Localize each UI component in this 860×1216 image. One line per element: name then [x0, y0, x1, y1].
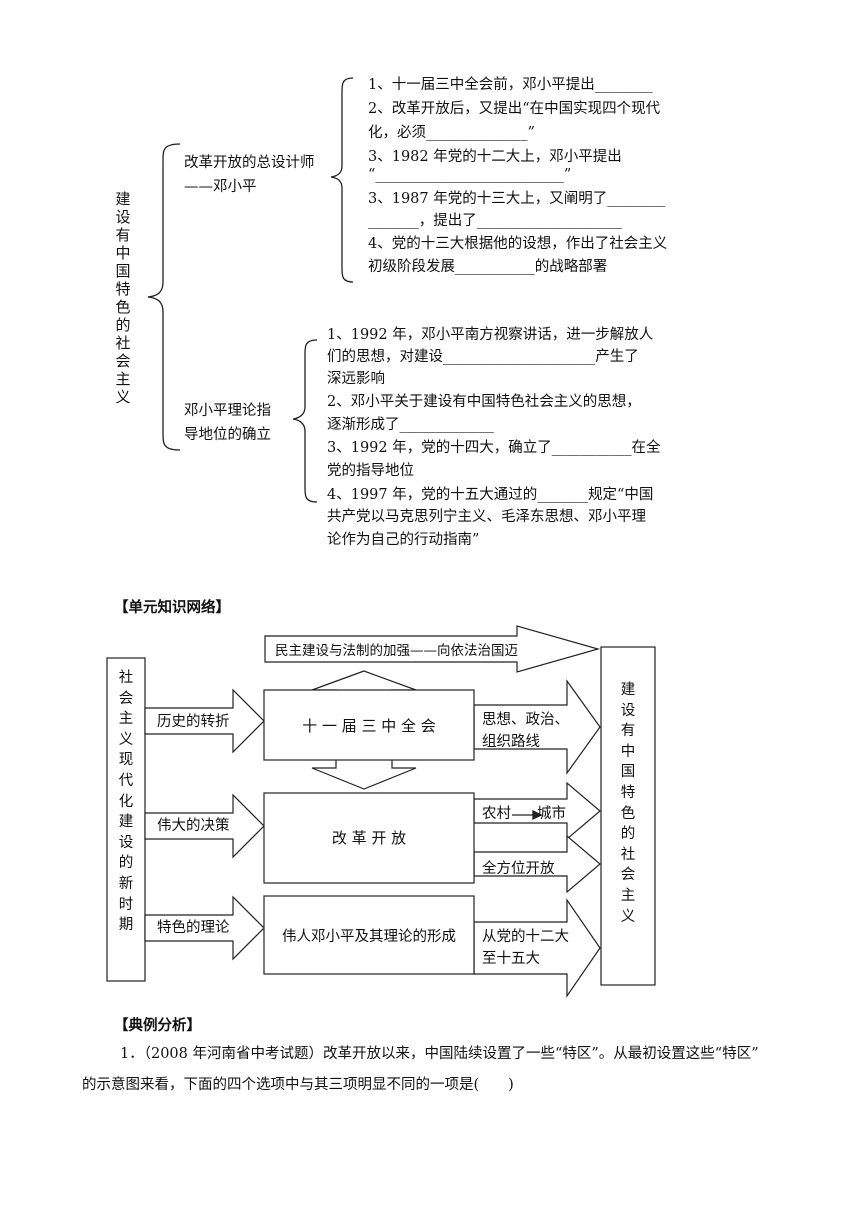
left-box-label: 社会主义现代化建设的新时期: [118, 670, 134, 934]
branch1-title-line2: ——邓小平: [184, 179, 257, 195]
branch2-line: 逐渐形成了_____________: [327, 417, 494, 433]
input-arrow-2: [144, 793, 265, 859]
branch2-line: 共产党以马克思列宁主义、毛泽东思想、邓小平理: [327, 509, 646, 525]
box-deng-theory: [263, 895, 475, 975]
branch2-line: 们的思想，对建设_____________________产生了: [327, 349, 639, 365]
branch2-line: 1、1992 年，邓小平南方视察讲话，进一步解放人: [327, 327, 654, 343]
branch1-line: 4、党的十三大根据他的设想，作出了社会主义: [368, 236, 668, 252]
input-arrow-2-label: 伟大的决策: [157, 818, 230, 834]
branch1-line: “__________________________”: [368, 167, 572, 183]
branch1-title-line1: 改革开放的总设计师: [184, 155, 315, 171]
branch1-line: 3、1987 年党的十三大上，又阐明了________: [368, 191, 666, 207]
output-arrow-3: [473, 898, 601, 998]
branch1-line: 2、改革开放后，又提出“在中国实现四个现代: [368, 101, 661, 117]
box-deng-theory-label: 伟人邓小平及其理论的形成: [282, 929, 456, 945]
branch1-line: 1、十一届三中全会前，邓小平提出________: [368, 77, 653, 93]
output-3-line1: 从党的十二大: [482, 929, 569, 945]
box-reform-label: 改 革 开 放: [331, 829, 407, 847]
box-third-plenum-label: 十 一 届 三 中 全 会: [302, 717, 436, 735]
branch1-line: 初级阶段发展___________的战略部署: [368, 259, 608, 275]
brace-2: [292, 339, 318, 503]
top-arrow: [264, 625, 601, 673]
input-arrow-3: [144, 895, 265, 961]
output-1-line1: 思想、政治、: [482, 712, 569, 728]
box-third-plenum: [263, 689, 475, 761]
branch2-line: 4、1997 年，党的十五大通过的_______规定“中国: [327, 487, 654, 503]
output-1-line2: 组织路线: [482, 734, 540, 750]
branch1-line: 化，必须______________”: [368, 125, 535, 141]
outline-root-label: 建设有中国特色的社会主义: [115, 190, 131, 406]
right-box-label: 建设有中国特色的社会主义: [620, 682, 636, 925]
branch1-line: 3、1982 年党的十二大上，邓小平提出: [368, 149, 622, 165]
network-heading: 【单元知识网络】: [114, 599, 230, 616]
output-3-line2: 至十五大: [482, 951, 540, 967]
output-2a-left: 农村: [482, 806, 511, 822]
top-arrow-label: 民主建设与法制的加强——向依法治国迈: [275, 643, 518, 659]
output-2b-label: 全方位开放: [482, 861, 555, 877]
question-1-line1: 1．（2008 年河南省中考试题）改革开放以来，中国陆续设置了一些“特区”。从最…: [120, 1046, 759, 1062]
input-arrow-1-label: 历史的转折: [157, 714, 230, 730]
right-box: [600, 646, 656, 986]
analysis-heading: 【典例分析】: [114, 1017, 201, 1034]
output-2a-right: 城市: [537, 806, 566, 822]
branch2-title-line1: 邓小平理论指: [184, 403, 271, 419]
branch2-line: 2、邓小平关于建设有中国特色社会主义的思想，: [327, 394, 641, 410]
input-arrow-3-label: 特色的理论: [157, 920, 230, 936]
box-reform: [263, 792, 475, 884]
output-arrow-2a: [473, 781, 601, 841]
branch2-line: 党的指导地位: [327, 463, 414, 479]
question-1-line2: 的示意图来看，下面的四个选项中与其三项明显不同的一项是( ): [82, 1077, 514, 1093]
branch2-line: 论作为自己的行动指南”: [327, 532, 480, 548]
branch1-line: _______，提出了____________________: [368, 213, 622, 229]
output-arrow-2b: [473, 834, 601, 894]
branch2-line: 深远影响: [327, 371, 385, 387]
input-arrow-1: [144, 688, 265, 754]
branch2-title-line2: 导地位的确立: [184, 427, 271, 443]
branch2-line: 3、1992 年，党的十四大，确立了___________在全: [327, 440, 661, 456]
brace-1: [330, 77, 354, 283]
output-arrow-1: [473, 679, 601, 775]
left-box: [106, 657, 146, 982]
big-brace: [147, 143, 181, 451]
